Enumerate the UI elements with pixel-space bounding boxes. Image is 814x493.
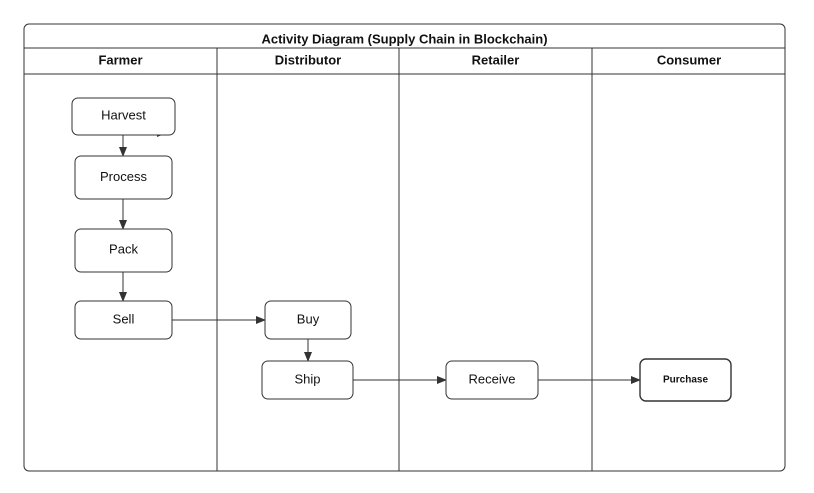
lane-label-retailer: Retailer	[472, 52, 520, 67]
diagram-title: Activity Diagram (Supply Chain in Blockc…	[261, 31, 547, 46]
activity-harvest-label: Harvest	[101, 107, 146, 122]
activity-harvest: Harvest	[71, 97, 176, 136]
lane-label-distributor: Distributor	[275, 52, 341, 67]
activity-receive-label: Receive	[469, 371, 516, 386]
activity-sell-label: Sell	[113, 311, 135, 326]
activity-process: Process	[74, 155, 173, 200]
activity-buy-label: Buy	[297, 311, 320, 326]
lane-label-farmer: Farmer	[98, 52, 142, 67]
lane-label-consumer: Consumer	[657, 52, 721, 67]
activity-ship: Ship	[261, 360, 354, 400]
activity-purchase: Purchase	[639, 358, 732, 402]
activity-sell: Sell	[74, 300, 173, 340]
activity-pack-label: Pack	[109, 241, 138, 256]
diagram-frame	[23, 23, 786, 472]
activity-receive: Receive	[445, 360, 539, 400]
activity-pack: Pack	[74, 228, 173, 273]
activity-process-label: Process	[100, 169, 147, 184]
activity-ship-label: Ship	[294, 371, 320, 386]
activity-purchase-label: Purchase	[663, 375, 708, 386]
activity-buy: Buy	[264, 300, 352, 340]
